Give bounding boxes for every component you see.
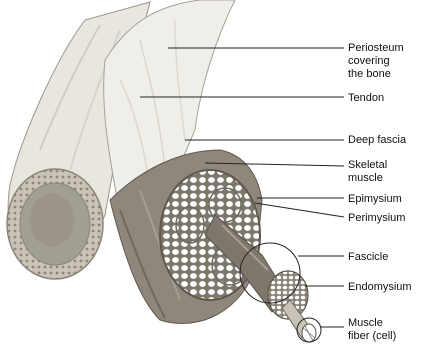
label-epimysium: Epimysium — [348, 193, 402, 205]
leader-perimysium — [255, 203, 344, 217]
label-periosteum-line1: Periosteum — [348, 42, 404, 54]
label-periosteum-line2: covering — [348, 55, 390, 67]
label-skeletal-muscle-line2: muscle — [348, 172, 383, 184]
label-muscle-fiber-line1: Muscle — [348, 317, 383, 329]
label-periosteum-line3: the bone — [348, 68, 391, 80]
label-endomysium: Endomysium — [348, 281, 412, 293]
label-tendon: Tendon — [348, 92, 384, 104]
label-perimysium: Perimysium — [348, 212, 405, 224]
label-muscle-fiber-line2: fiber (cell) — [348, 330, 396, 342]
label-deep-fascia: Deep fascia — [348, 134, 407, 146]
labels: Periosteum covering the bone Tendon Deep… — [348, 42, 412, 342]
label-fascicle: Fascicle — [348, 251, 388, 263]
label-skeletal-muscle-line1: Skeletal — [348, 159, 387, 171]
